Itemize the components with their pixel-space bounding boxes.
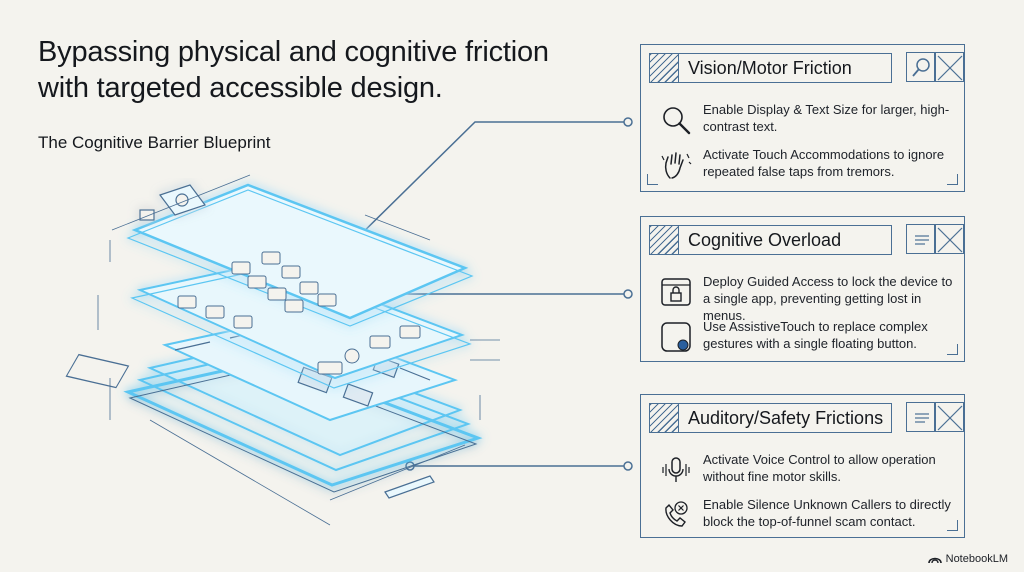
list-item: Enable Display & Text Size for larger, h… xyxy=(659,101,954,141)
list-item: Use AssistiveTouch to replace complex ge… xyxy=(659,318,954,358)
item-text: Use AssistiveTouch to replace complex ge… xyxy=(703,319,928,351)
headline: Bypassing physical and cognitive frictio… xyxy=(38,36,549,104)
app-grid-icons xyxy=(177,295,421,375)
screen-app-icons xyxy=(231,251,337,313)
list-item: Enable Silence Unknown Callers to direct… xyxy=(659,496,954,536)
magnifier-icon xyxy=(663,107,691,135)
blocked-phone-icon xyxy=(665,501,688,527)
item-text: Deploy Guided Access to lock the device … xyxy=(703,274,953,323)
corner-mark xyxy=(947,174,958,185)
notebooklm-logo-icon xyxy=(927,557,942,564)
brand-logo: NotebookLM xyxy=(927,553,1008,565)
item-text: Enable Silence Unknown Callers to direct… xyxy=(703,497,951,529)
hand-tremor-icon xyxy=(661,152,692,179)
camera-module xyxy=(139,184,206,221)
panel-header: Vision/Motor Friction xyxy=(649,53,892,83)
item-text: Activate Touch Accommodations to ignore … xyxy=(703,147,945,179)
cross-box-icon xyxy=(934,51,964,82)
item-text: Enable Display & Text Size for larger, h… xyxy=(703,102,950,134)
corner-mark xyxy=(647,174,658,185)
panel-cognitive-overload: Cognitive Overload Deploy Guided Access … xyxy=(640,216,965,362)
lock-window-icon xyxy=(661,278,691,306)
connector-vision xyxy=(344,121,628,251)
cross-box-icon xyxy=(934,223,964,254)
microphone-icon xyxy=(662,457,690,482)
text-lines-icon xyxy=(906,223,936,254)
hatch-decoration xyxy=(650,54,679,82)
item-text: Activate Voice Control to allow operatio… xyxy=(703,452,936,484)
subtitle: The Cognitive Barrier Blueprint xyxy=(38,133,271,152)
list-item: Activate Voice Control to allow operatio… xyxy=(659,451,954,491)
text-lines-icon xyxy=(906,401,936,432)
dimension-lines xyxy=(97,174,500,526)
cross-box-icon xyxy=(934,401,964,432)
panel-vision-motor: Vision/Motor Friction Enable Display & T… xyxy=(640,44,965,192)
list-item: Deploy Guided Access to lock the device … xyxy=(659,273,954,323)
hatch-decoration xyxy=(650,226,679,254)
panel-title: Vision/Motor Friction xyxy=(688,58,852,78)
list-item: Activate Touch Accommodations to ignore … xyxy=(659,146,954,186)
app-grid-layer xyxy=(130,260,472,389)
panel-header: Auditory/Safety Frictions xyxy=(649,403,892,433)
floating-button-icon xyxy=(661,322,691,352)
panel-title: Cognitive Overload xyxy=(688,230,842,250)
hatch-decoration xyxy=(650,404,679,432)
corner-mark xyxy=(947,344,958,355)
brand-name: NotebookLM xyxy=(945,553,1008,565)
panel-title: Auditory/Safety Frictions xyxy=(688,408,884,428)
panel-header: Cognitive Overload xyxy=(649,225,892,255)
side-button xyxy=(384,475,435,499)
magnifier-icon xyxy=(906,51,936,82)
panel-auditory-safety: Auditory/Safety Frictions Activate Voice… xyxy=(640,394,965,538)
corner-mark xyxy=(947,520,958,531)
